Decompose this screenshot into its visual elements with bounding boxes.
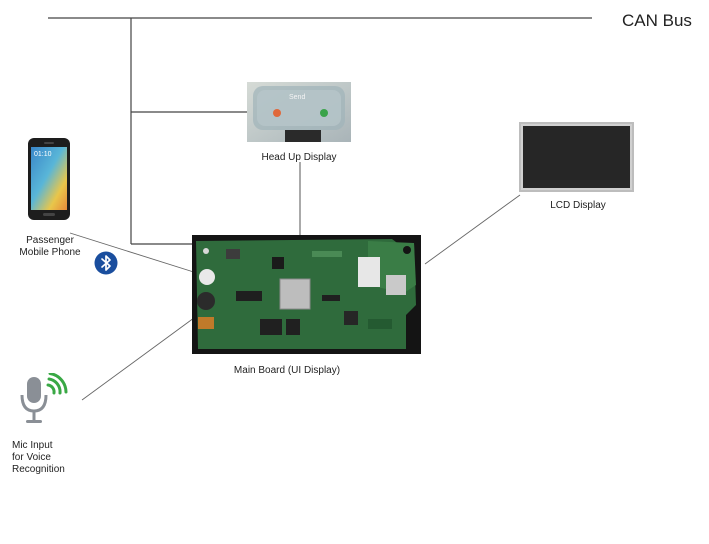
- main-board-label: Main Board (UI Display): [233, 365, 341, 376]
- hud-screen-text: Send: [289, 94, 306, 101]
- passenger-phone-image: 01:10: [28, 138, 70, 220]
- phone-to-board-line: [69, 232, 201, 275]
- mic-input-label: Mic Input for Voice Recognition: [12, 440, 102, 476]
- mic-input-label-line3: Recognition: [12, 464, 65, 475]
- passenger-phone-label: Passenger Mobile Phone: [5, 235, 95, 259]
- head-up-display-image: Send: [247, 82, 351, 142]
- lcd-display-label: LCD Display: [550, 200, 606, 211]
- lcd-to-board-line: [424, 194, 521, 265]
- mic-to-board-line: [81, 314, 199, 401]
- head-up-display-label: Head Up Display: [261, 152, 337, 163]
- mic-input-label-line1: Mic Input: [12, 440, 53, 451]
- bluetooth-icon: [94, 251, 118, 275]
- main-board-image: [192, 235, 421, 354]
- passenger-phone-label-line1: Passenger: [26, 235, 74, 246]
- passenger-phone-label-line2: Mobile Phone: [19, 247, 81, 258]
- microphone-icon: [16, 372, 70, 427]
- mic-input-label-line2: for Voice: [12, 452, 51, 463]
- phone-clock: 01:10: [34, 151, 52, 158]
- lcd-display-image: [519, 122, 634, 192]
- can-bus-label: CAN Bus: [622, 11, 692, 30]
